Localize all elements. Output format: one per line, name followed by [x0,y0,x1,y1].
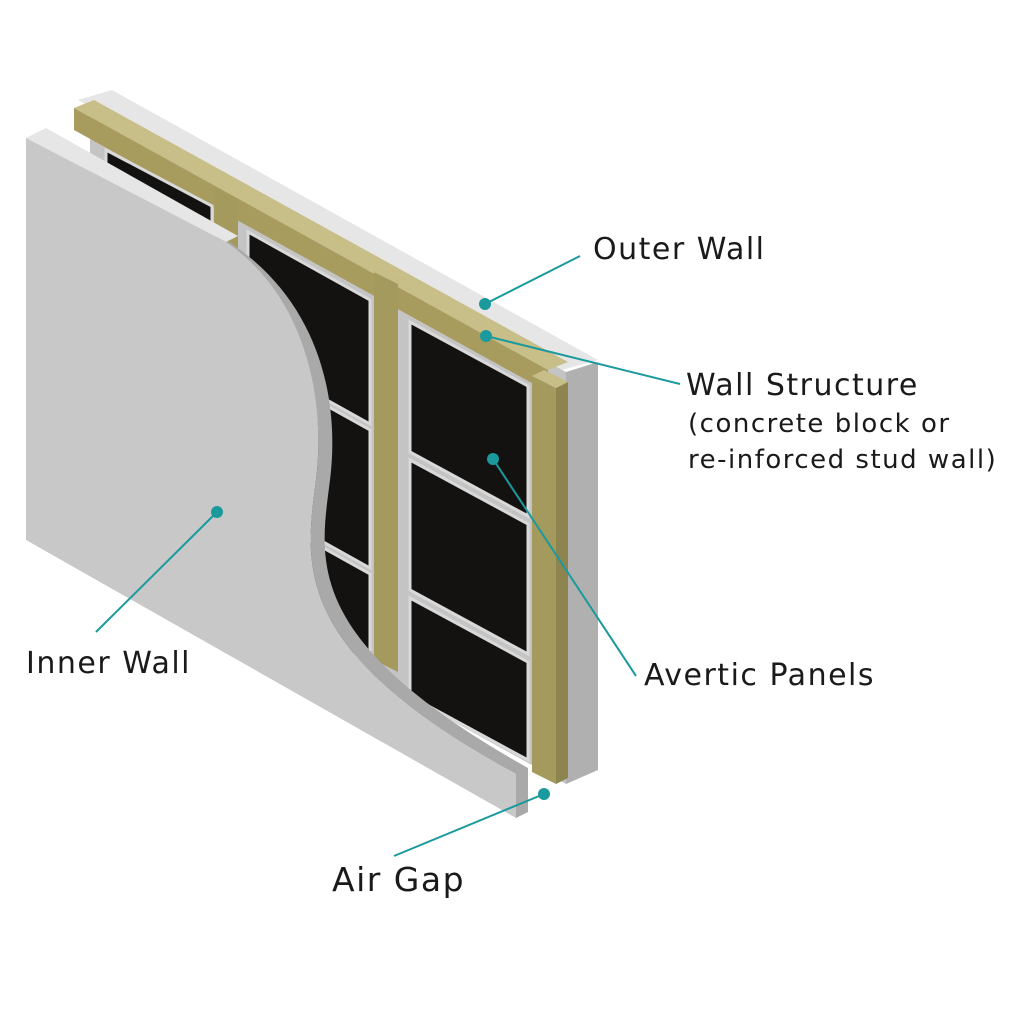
air-gap-label: Air Gap [332,860,466,899]
outer-wall-leader [484,255,581,305]
wall-structure-dot [480,330,492,342]
stud-2-face [374,272,398,672]
air-gap-leader [393,793,545,857]
stud-3-top [532,370,568,388]
outer-wall-dot [479,298,491,310]
top-plate-face [74,108,548,392]
stud-3-side [556,382,568,784]
stud-2-edge [374,268,406,284]
air-gap-dot [538,788,550,800]
avertic-panels-label: Avertic Panels [644,658,875,693]
wall-structure-label: Wall Structure [686,368,919,403]
inner-wall-top-edge [26,128,238,242]
inner-wall-dot [211,506,223,518]
leader-dots [211,298,550,800]
inner-wall-cut-edge [216,240,528,818]
outer-wall-label: Outer Wall [593,232,766,267]
top-plate-top [74,100,568,370]
inner-wall [26,128,528,818]
inner-wall-label: Inner Wall [26,646,191,681]
wall-structure-note-line-2: re-inforced stud wall) [688,445,998,475]
outer-wall-top-edge [78,90,598,370]
inner-wall-leader [95,511,218,633]
leader-lines [95,255,681,857]
avertic-panel [408,595,530,763]
outer-wall-side-face [566,362,598,784]
wall-structure-leader [485,335,681,385]
avertic-panels-dot [487,453,499,465]
wall-structure-note-line-1: (concrete block or [688,409,951,439]
stud-3-face [532,376,556,784]
inner-wall-front-face [26,138,516,818]
avertic-panels-leader [492,458,637,677]
avertic-panel [408,457,530,657]
wall-structure [74,100,568,784]
